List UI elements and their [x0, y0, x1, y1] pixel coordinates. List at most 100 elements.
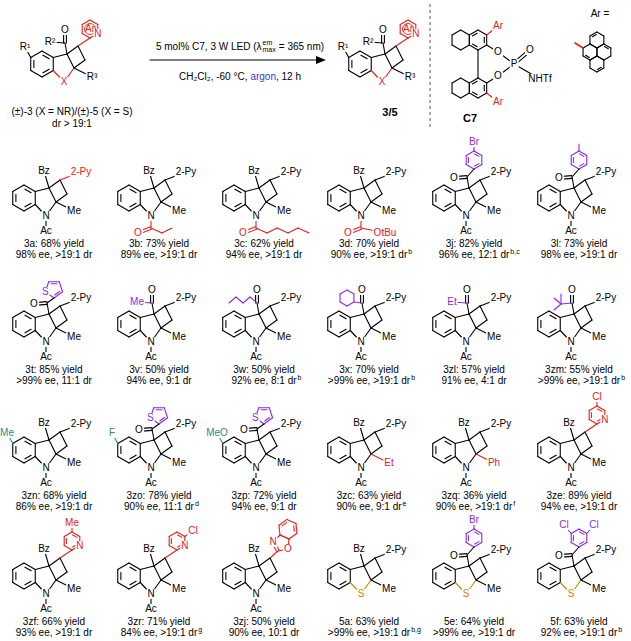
bond-line [222, 444, 223, 457]
bond-line [129, 185, 140, 192]
bond-line [444, 331, 455, 338]
bond-line [444, 583, 455, 590]
atom-label: F [108, 428, 116, 438]
footnote-mark: b [408, 248, 412, 255]
bond-line [444, 185, 455, 192]
bond-line [467, 169, 474, 177]
ee-dr-value: 90% ee, 9:1 dr [336, 502, 401, 512]
bond-line [571, 151, 579, 156]
bond-line [583, 56, 590, 60]
atom-label: O [133, 228, 143, 238]
atom-label: Me [66, 332, 82, 342]
bond-line [432, 318, 433, 331]
bond-line [165, 180, 172, 194]
footnote-mark: f [513, 500, 515, 507]
atom-label: R³ [404, 72, 417, 82]
bond-line [350, 566, 364, 570]
bond-line [43, 69, 49, 73]
bond-line [53, 54, 67, 58]
bond-line [129, 331, 140, 338]
bond-line [223, 331, 234, 338]
bond-line [339, 563, 350, 570]
substrate-label: (±)-3 (X = NR)/(±)-5 (X = S) [12, 107, 133, 117]
bond-line [73, 535, 77, 537]
bond-line [330, 320, 331, 327]
bond-line [466, 534, 467, 543]
bond-line [288, 228, 298, 233]
bond-line [59, 282, 62, 292]
bond-line [474, 165, 482, 170]
atom-label: N [566, 337, 575, 347]
bond-line [550, 315, 556, 319]
bond-line [35, 314, 49, 318]
atom-label: Me [591, 332, 607, 342]
atom-label: Bz [352, 418, 366, 428]
bond-line [154, 558, 165, 566]
bond-line [340, 302, 347, 306]
ee-dr-value: 90% ee, 10:1 dr [229, 628, 300, 638]
bond-line [469, 93, 478, 98]
bond-line [371, 58, 372, 71]
bond-line [159, 418, 168, 424]
bond-line [234, 331, 245, 338]
bond-line [222, 570, 223, 583]
bond-line [296, 523, 297, 533]
atom-label: N [251, 589, 260, 599]
atom-label: Me [486, 332, 502, 342]
bond-line [537, 318, 538, 331]
bond-line [347, 302, 354, 306]
bond-line [169, 532, 177, 537]
ee-dr-value: 91% ee, 4:1 dr [441, 376, 506, 386]
bond-line [223, 311, 234, 318]
atom-label: Me [171, 584, 187, 594]
bond-line [328, 583, 339, 590]
atom-label: O [147, 285, 157, 295]
bond-line [328, 563, 339, 570]
atom-label: Me [276, 206, 292, 216]
bond-line [289, 533, 297, 539]
bond-line [328, 311, 339, 318]
atom-label: Me [381, 332, 397, 342]
bond-line [383, 43, 385, 54]
atom-label: 2-Py [175, 293, 198, 303]
bond-line [49, 314, 56, 328]
bond-line [585, 424, 597, 432]
atom-label: Et [446, 297, 457, 307]
bond-line [560, 440, 574, 444]
atom-label: O [493, 71, 503, 81]
bond-line [461, 78, 470, 83]
bond-line [590, 56, 597, 60]
ee-dr-value: 86% ee, >19:1 dr [16, 502, 92, 512]
bond-line [480, 432, 487, 446]
bond-line [560, 318, 561, 331]
bond-line [574, 306, 585, 314]
bond-line [35, 566, 49, 570]
bond-line [225, 572, 226, 579]
bond-line [469, 83, 470, 93]
bond-line [118, 563, 129, 570]
bond-line [538, 311, 549, 318]
bond-line [130, 329, 136, 333]
bond-line [64, 537, 65, 546]
bond-line [259, 407, 270, 408]
bond-line [590, 56, 597, 60]
bond-line [475, 542, 479, 544]
bond-line [13, 185, 24, 192]
atom-label: S [146, 413, 155, 423]
bond-line [328, 205, 339, 212]
bond-line [364, 566, 371, 580]
atom-label: Cl [187, 526, 198, 536]
atom-label: R¹ [19, 42, 32, 52]
bond-line [476, 572, 487, 580]
bond-line [579, 529, 587, 534]
bond-line [432, 570, 433, 583]
ee-dr-value: 98% ee, >19:1 dr [16, 250, 92, 260]
bond-line [590, 32, 597, 36]
bond-line [12, 570, 13, 583]
bond-line [538, 205, 549, 212]
bond-line [375, 432, 382, 446]
ee-dr-value: 94% ee, 9:1 dr [231, 502, 296, 512]
bond-line [270, 432, 277, 446]
bond-line [66, 539, 67, 544]
bond-line [120, 320, 121, 327]
